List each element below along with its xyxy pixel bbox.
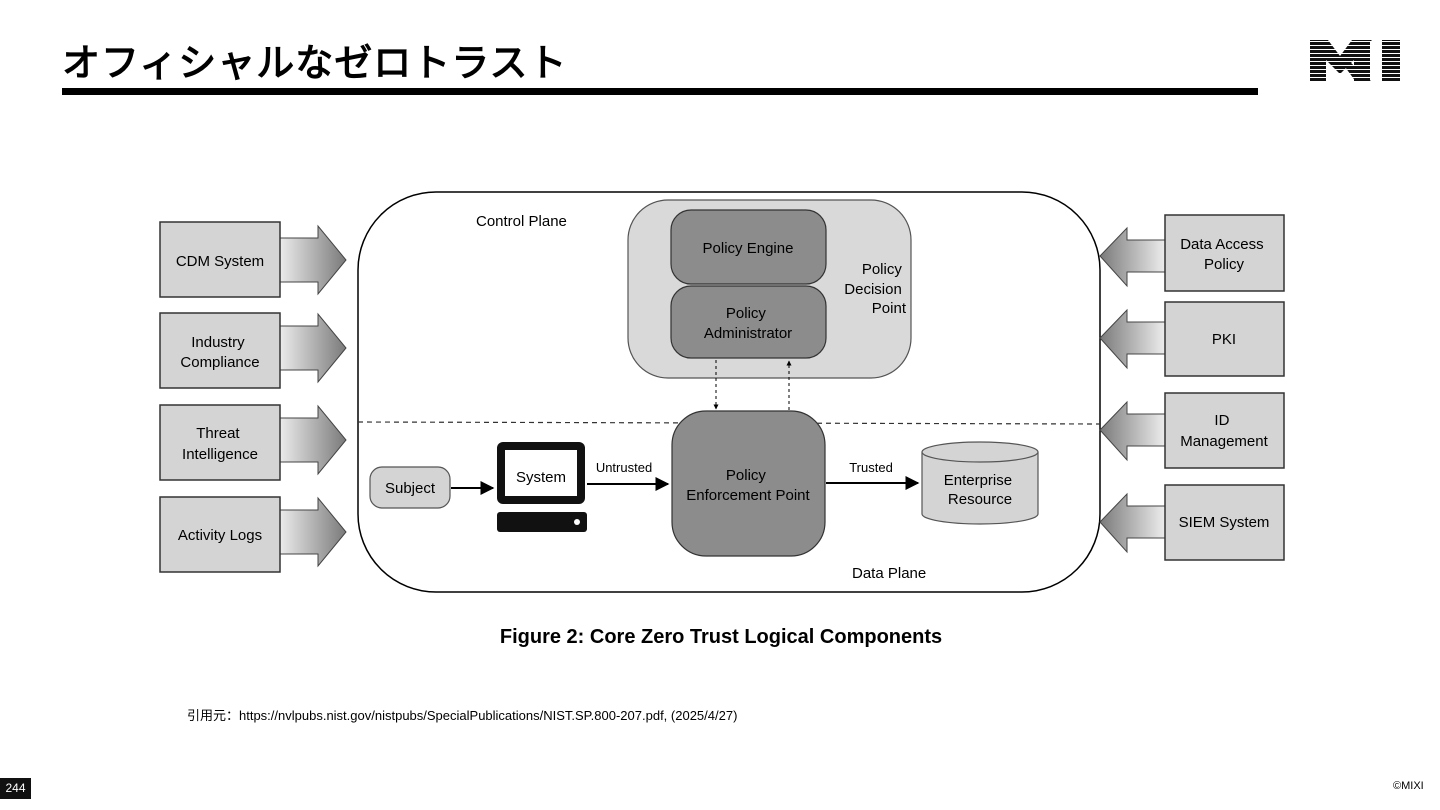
slide-title: オフィシャルなゼロトラスト — [62, 41, 568, 85]
svg-text:PKI: PKI — [1212, 331, 1236, 348]
system-label: System — [516, 469, 566, 486]
right-input-data-access-policy: Data Access Policy — [1099, 214, 1285, 292]
svg-text:CDM System: CDM System — [176, 253, 264, 270]
enterprise-resource-label: Enterprise Resource — [944, 472, 1017, 508]
mixi-logo — [1310, 40, 1400, 82]
svg-text:ID Management: ID Management — [1180, 412, 1268, 450]
svg-text:Activity Logs: Activity Logs — [178, 527, 262, 544]
untrusted-label: Untrusted — [596, 460, 652, 475]
svg-text:SIEM System: SIEM System — [1179, 514, 1270, 531]
left-input-activity-logs: Activity Logs — [159, 496, 347, 573]
source-citation: 引用元：https://nvlpubs.nist.gov/nistpubs/Sp… — [187, 708, 738, 723]
svg-text:Industry Compliance: Industry Compliance — [180, 334, 259, 371]
policy-administrator-label: Policy Administrator — [704, 305, 792, 342]
figure-caption: Figure 2: Core Zero Trust Logical Compon… — [500, 626, 942, 648]
policy-engine — [670, 209, 827, 285]
subject-box — [369, 466, 451, 509]
right-input-siem-system: SIEM System — [1099, 484, 1285, 561]
data-plane-label: Data Plane — [852, 565, 926, 582]
svg-text:Data Access Policy: Data Access Policy — [1180, 236, 1268, 273]
policy-administrator — [670, 285, 827, 359]
page-number: 244 — [0, 778, 31, 799]
title-underline — [62, 88, 1258, 95]
enterprise-resource — [921, 441, 1039, 525]
copyright: ©MIXI — [1393, 780, 1424, 792]
pep-label: Policy Enforcement Point — [686, 467, 810, 504]
right-input-id-management: ID Management — [1099, 392, 1285, 469]
system-computer-icon — [497, 442, 587, 532]
right-input-pki: PKI — [1099, 301, 1285, 377]
left-input-industry-compliance: Industry Compliance — [159, 312, 347, 389]
left-input-threat-intelligence: Threat Intelligence — [159, 404, 347, 481]
trusted-label: Trusted — [849, 460, 893, 475]
subject-label: Subject — [385, 480, 436, 497]
left-input-cdm: CDM System — [159, 221, 347, 298]
policy-enforcement-point — [671, 410, 826, 557]
control-plane-label: Control Plane — [476, 213, 567, 230]
policy-engine-label: Policy Engine — [703, 240, 794, 257]
svg-text:Threat Intelligence: Threat Intelligence — [182, 425, 258, 463]
pdp-label: Policy Decision Point — [844, 261, 907, 317]
